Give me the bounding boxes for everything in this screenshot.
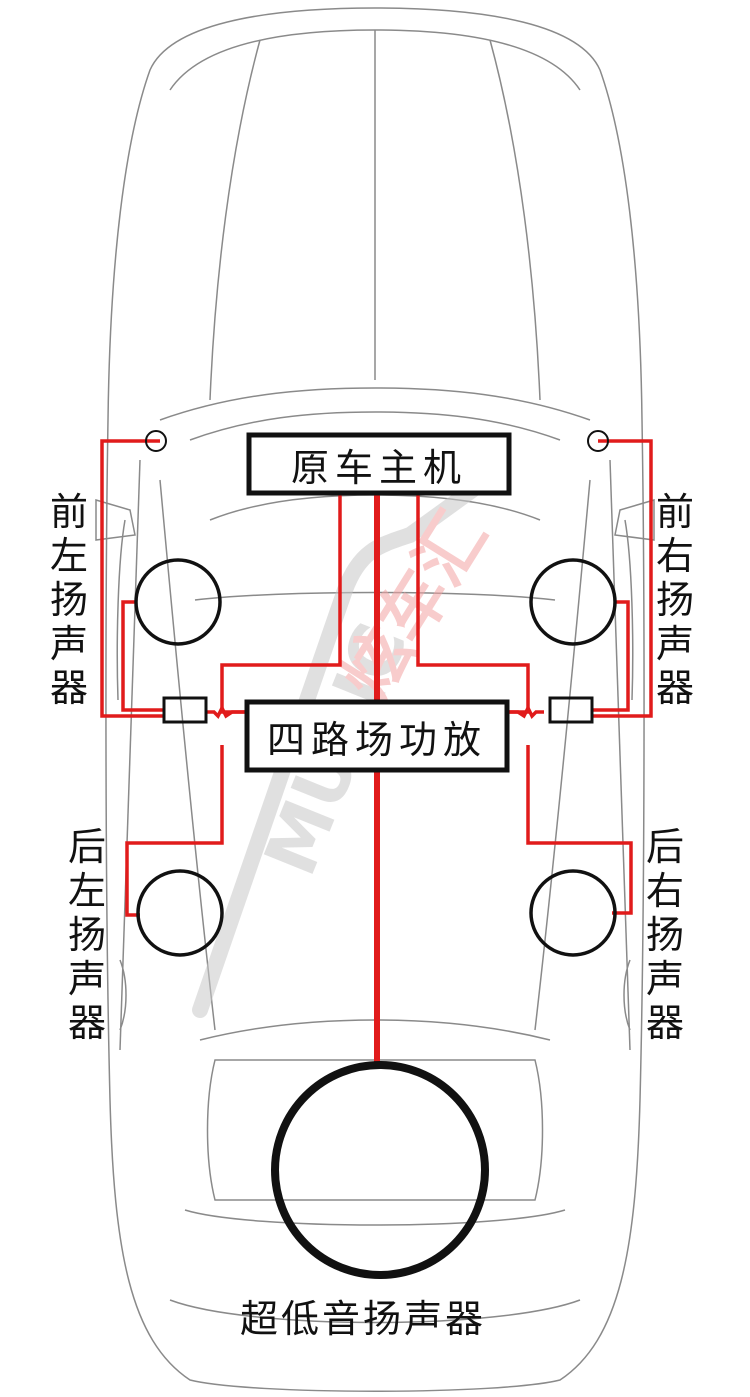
car-outline <box>95 7 655 1392</box>
rear-left-speaker-icon <box>136 869 224 957</box>
rear-left-speaker-label: 后左扬声器 <box>67 825 106 1045</box>
head-unit-label: 原车主机 <box>290 445 467 490</box>
front-right-tweeter-icon <box>587 430 609 452</box>
wire-front-left-tweeter <box>100 439 164 718</box>
wire-front-right-tweeter <box>592 439 653 718</box>
speakers <box>134 430 617 1279</box>
rear-right-speaker-label: 后右扬声器 <box>645 825 684 1045</box>
svg-text:炫车汇: 炫车汇 <box>327 499 502 714</box>
wire-front-right-woofer <box>592 600 630 712</box>
rear-right-speaker-icon <box>529 869 617 957</box>
amplifier-label: 四路场功放 <box>266 717 487 762</box>
wire-rear-right <box>526 745 633 915</box>
wire-rear-left <box>125 745 224 917</box>
subwoofer-label: 超低音扬声器 <box>240 1297 487 1341</box>
front-right-speaker-icon <box>529 558 617 646</box>
front-right-crossover-icon <box>548 696 594 724</box>
front-right-speaker-label: 前右扬声器 <box>655 490 694 710</box>
front-left-speaker-icon <box>134 558 222 646</box>
front-left-crossover-icon <box>162 696 208 724</box>
wiring <box>100 439 653 1062</box>
subwoofer-icon <box>271 1061 489 1279</box>
front-left-speaker-label: 前左扬声器 <box>49 490 88 710</box>
head-unit-box <box>246 432 512 496</box>
wire-front-left-woofer <box>121 600 164 712</box>
amplifier-box <box>244 699 510 773</box>
front-left-tweeter-icon <box>145 430 167 452</box>
